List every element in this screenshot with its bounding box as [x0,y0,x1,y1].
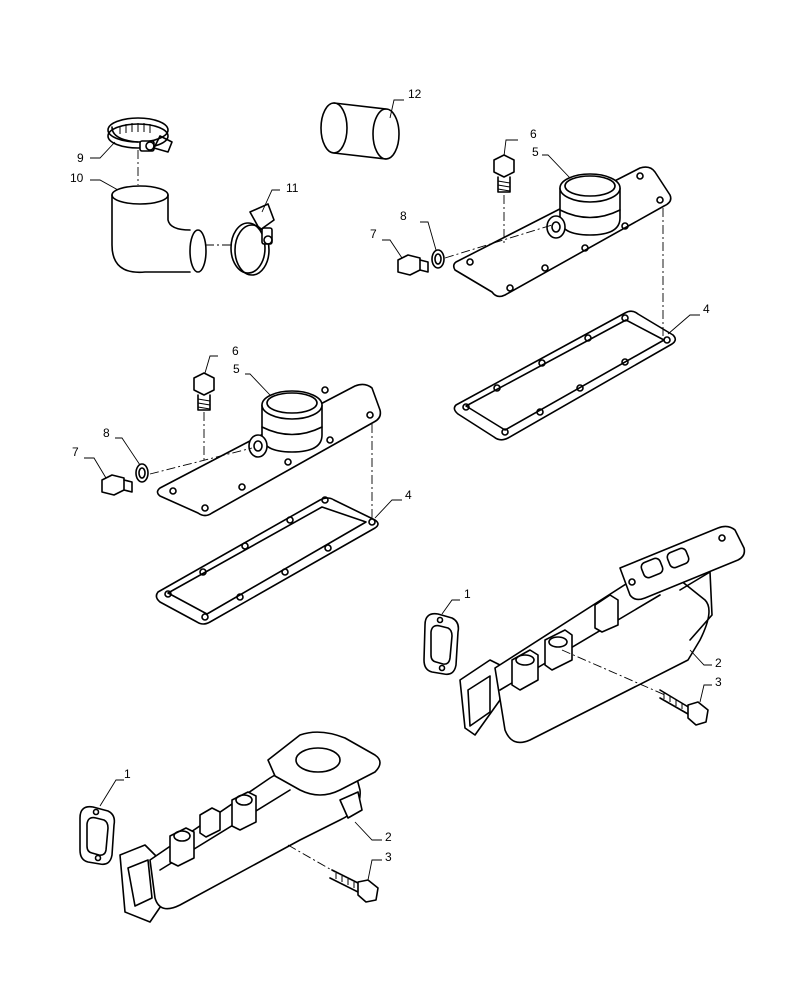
exhaust-manifold-right [459,525,746,744]
intake-cover-lower [156,383,382,517]
bolt-3-left [329,869,379,903]
washer-8-upper [431,249,445,269]
washer-8-lower [135,463,149,483]
sleeve-12 [320,102,400,160]
bolt-6-upper [493,154,515,193]
gasket-lower [155,496,379,625]
elbow-hose-10 [111,185,207,274]
callout-1-right: 1 [464,587,471,601]
callout-12: 12 [408,87,422,101]
gasket-upper [453,310,677,441]
callout-5-upper: 5 [532,145,539,159]
plug-7-lower [101,474,133,496]
callout-4-upper: 4 [703,302,710,316]
callout-7-upper: 7 [370,227,377,241]
bolt-6-lower [193,372,215,411]
callout-11: 11 [286,181,299,195]
gasket-1-right [423,612,460,676]
callout-1-left: 1 [124,767,131,781]
intake-cover-upper [452,166,672,298]
callout-4-lower: 4 [405,488,412,502]
callout-6-upper: 6 [530,127,537,141]
callout-8-upper: 8 [400,209,407,223]
hose-clamp-11 [230,203,275,276]
bolt-3-right [659,689,709,726]
hose-clamp-9 [107,117,173,153]
callout-2-left: 2 [385,830,392,844]
callout-6-lower: 6 [232,344,239,358]
plug-7-upper [397,254,429,276]
callout-9: 9 [77,151,84,165]
centerline [149,447,253,475]
callout-8-lower: 8 [103,426,110,440]
gasket-1-left [79,805,116,866]
callout-3-left: 3 [385,850,392,864]
callout-3-right: 3 [715,675,722,689]
callout-2-right: 2 [715,656,722,670]
callout-10: 10 [70,171,84,185]
callout-leaders [84,99,712,881]
centerline [561,649,666,696]
centerline [287,844,336,873]
callout-7-lower: 7 [72,445,79,459]
centerline [444,224,553,259]
exhaust-manifold-left [119,731,381,923]
callout-5-lower: 5 [233,362,240,376]
